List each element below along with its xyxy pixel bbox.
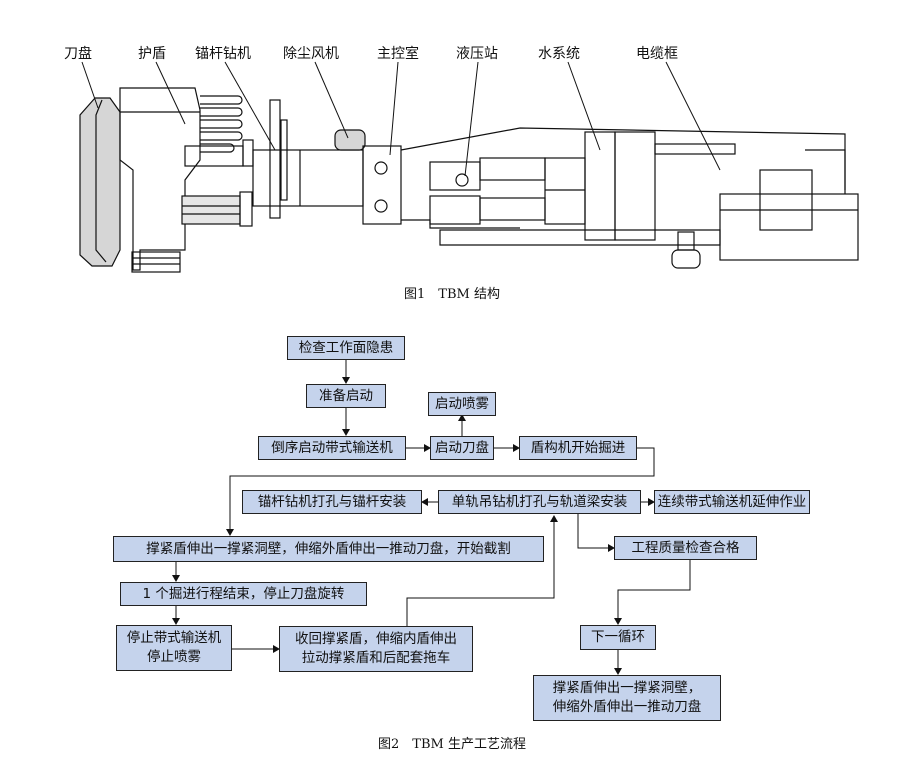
- box-start-spray: 启动喷雾: [428, 392, 496, 416]
- box-monorail-drill: 单轨吊钻机打孔与轨道梁安装: [438, 490, 641, 514]
- cutterhead-shape: [79, 97, 121, 267]
- box-quality-check-text: 工程质量检查合格: [631, 539, 740, 556]
- box-brace-extend-cut-text: 撑紧盾伸出一撑紧洞壁，伸缩外盾伸出一推动刀盘，开始截割: [146, 540, 511, 557]
- box-final-line2: 伸缩外盾伸出一推动刀盘: [552, 699, 702, 715]
- box-start-cutter-text: 启动刀盘: [435, 439, 489, 456]
- box-next-cycle: 下一循环: [580, 625, 656, 650]
- box-retract-shield: 收回撑紧盾，伸缩内盾伸出 拉动撑紧盾和后配套拖车: [279, 626, 473, 672]
- label-shield: 护盾: [138, 46, 166, 62]
- dust-fan-shape: [334, 129, 366, 151]
- box-next-cycle-text: 下一循环: [591, 629, 645, 645]
- control-room-shape: [362, 127, 846, 229]
- box-monorail-drill-text: 单轨吊钻机打孔与轨道梁安装: [451, 493, 628, 510]
- box-conveyor-extend: 连续带式输送机延伸作业: [654, 490, 810, 514]
- box-reverse-start-conveyor-text: 倒序启动带式输送机: [271, 439, 393, 456]
- box-start-spray-text: 启动喷雾: [435, 395, 489, 412]
- label-hydraulic-station: 液压站: [456, 46, 498, 62]
- box-final-line1: 撑紧盾伸出一撑紧洞壁，: [552, 680, 702, 696]
- box-check-face-text: 检查工作面隐患: [298, 339, 394, 356]
- anchor-drill-fingers: [181, 95, 254, 227]
- box-stroke-end-text: 1 个掘进行程结束，停止刀盘旋转: [142, 585, 345, 602]
- box-stop-conveyor-spray: 停止带式输送机 停止喷雾: [116, 625, 232, 671]
- cable-frame-shape: [671, 149, 859, 269]
- label-water-system: 水系统: [538, 46, 580, 62]
- box-start-cutter: 启动刀盘: [430, 436, 494, 460]
- box-prepare-start-text: 准备启动: [319, 387, 373, 404]
- box-shield-start: 盾构机开始掘进: [519, 436, 637, 460]
- box-conveyor-extend-text: 连续带式输送机延伸作业: [657, 493, 807, 510]
- label-anchor-drill: 锚杆钻机: [195, 46, 251, 62]
- box-anchor-install-text: 锚杆钻机打孔与锚杆安装: [257, 493, 407, 510]
- box-retract-line1: 收回撑紧盾，伸缩内盾伸出: [295, 631, 457, 647]
- hydraulic-station-shape: [429, 157, 586, 225]
- box-check-face: 检查工作面隐患: [287, 336, 405, 360]
- box-final-brace: 撑紧盾伸出一撑紧洞壁， 伸缩外盾伸出一推动刀盘: [533, 675, 721, 721]
- label-dust-fan: 除尘风机: [283, 46, 339, 62]
- box-anchor-install: 锚杆钻机打孔与锚杆安装: [242, 490, 422, 514]
- box-stop-line2: 停止喷雾: [147, 649, 201, 665]
- main-shaft: [252, 99, 364, 219]
- shield-shape: [119, 87, 201, 273]
- label-control-room: 主控室: [377, 46, 419, 62]
- label-cable-frame: 电缆框: [636, 46, 678, 62]
- box-shield-start-text: 盾构机开始掘进: [530, 439, 626, 456]
- box-prepare-start: 准备启动: [306, 384, 386, 408]
- box-stroke-end: 1 个掘进行程结束，停止刀盘旋转: [120, 582, 367, 606]
- label-cutterhead: 刀盘: [64, 46, 92, 62]
- box-reverse-start-conveyor: 倒序启动带式输送机: [258, 436, 406, 460]
- flow-arrowheads: [172, 377, 655, 675]
- figure1-caption: 图1 TBM 结构: [404, 287, 500, 302]
- box-quality-check: 工程质量检查合格: [614, 536, 757, 560]
- leader-lines: [81, 61, 721, 177]
- box-retract-line2: 拉动撑紧盾和后配套拖车: [301, 650, 451, 666]
- figure2-caption: 图2 TBM 生产工艺流程: [378, 737, 526, 752]
- box-stop-line1: 停止带式输送机: [126, 630, 222, 646]
- tbm-machine-drawing: [79, 61, 859, 273]
- box-brace-extend-cut: 撑紧盾伸出一撑紧洞壁，伸缩外盾伸出一推动刀盘，开始截割: [113, 536, 544, 562]
